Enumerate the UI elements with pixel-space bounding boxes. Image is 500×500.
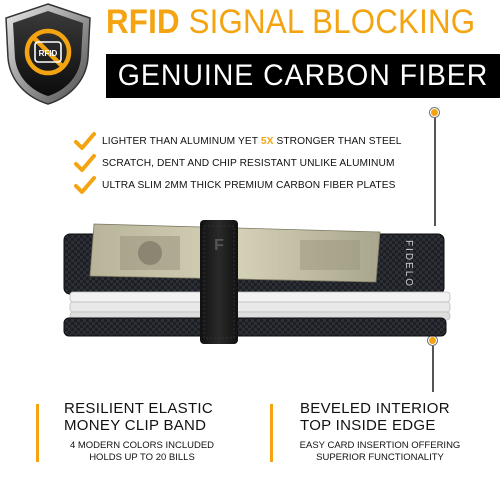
feature-text: ULTRA SLIM 2MM THICK PREMIUM CARBON FIBE… — [102, 179, 396, 191]
headline-bold: RFID — [106, 3, 180, 41]
check-icon — [74, 154, 96, 172]
carbon-fiber-wallet-image: FIDELO F — [63, 220, 451, 344]
feature-item: ULTRA SLIM 2MM THICK PREMIUM CARBON FIBE… — [74, 174, 434, 196]
callout-money-clip-band: RESILIENT ELASTIC MONEY CLIP BAND 4 MODE… — [36, 400, 246, 470]
callout-accent-bar — [36, 404, 39, 462]
callout-title-line1: RESILIENT ELASTIC — [64, 400, 214, 417]
check-icon — [74, 132, 96, 150]
feature-text-part: STRONGER THAN STEEL — [273, 135, 402, 147]
wallet-brand-text: FIDELO — [403, 240, 414, 288]
headline: RFID SIGNAL BLOCKING — [106, 2, 475, 42]
callout-sub-line1: 4 MODERN COLORS INCLUDED — [69, 440, 215, 451]
callout-sub-line1: EASY CARD INSERTION OFFERING — [299, 440, 461, 451]
rfid-blocked-shield-icon: RFID — [5, 3, 91, 105]
callout-line-right-top — [434, 114, 436, 226]
feature-item: LIGHTER THAN ALUMINUM YET 5X STRONGER TH… — [74, 130, 434, 152]
feature-item: SCRATCH, DENT AND CHIP RESISTANT UNLIKE … — [74, 152, 434, 174]
title-banner: GENUINE CARBON FIBER — [106, 54, 500, 98]
feature-list: LIGHTER THAN ALUMINUM YET 5X STRONGER TH… — [74, 130, 434, 196]
callout-sub-line2: SUPERIOR FUNCTIONALITY — [316, 452, 444, 463]
feature-text: SCRATCH, DENT AND CHIP RESISTANT UNLIKE … — [102, 157, 395, 169]
callout-dot-top — [430, 108, 439, 117]
band-logo: F — [214, 237, 224, 254]
callout-accent-bar — [270, 404, 273, 462]
callout-sub-line2: HOLDS UP TO 20 BILLS — [89, 452, 195, 463]
check-icon — [74, 176, 96, 194]
shield-badge-text: RFID — [39, 49, 58, 58]
callout-beveled-edge: BEVELED INTERIOR TOP INSIDE EDGE EASY CA… — [270, 400, 485, 470]
callout-line-right-bottom — [432, 342, 434, 392]
feature-highlight: 5X — [260, 135, 274, 147]
headline-rest: SIGNAL BLOCKING — [179, 3, 476, 41]
feature-text: LIGHTER THAN ALUMINUM YET 5X STRONGER TH… — [102, 136, 402, 147]
banner-text: GENUINE CARBON FIBER — [117, 59, 489, 92]
callout-title-line1: BEVELED INTERIOR — [300, 400, 450, 417]
callout-title-line2: TOP INSIDE EDGE — [300, 417, 436, 434]
feature-text-part: LIGHTER THAN ALUMINUM YET — [102, 135, 261, 147]
callout-title-line2: MONEY CLIP BAND — [64, 417, 207, 434]
